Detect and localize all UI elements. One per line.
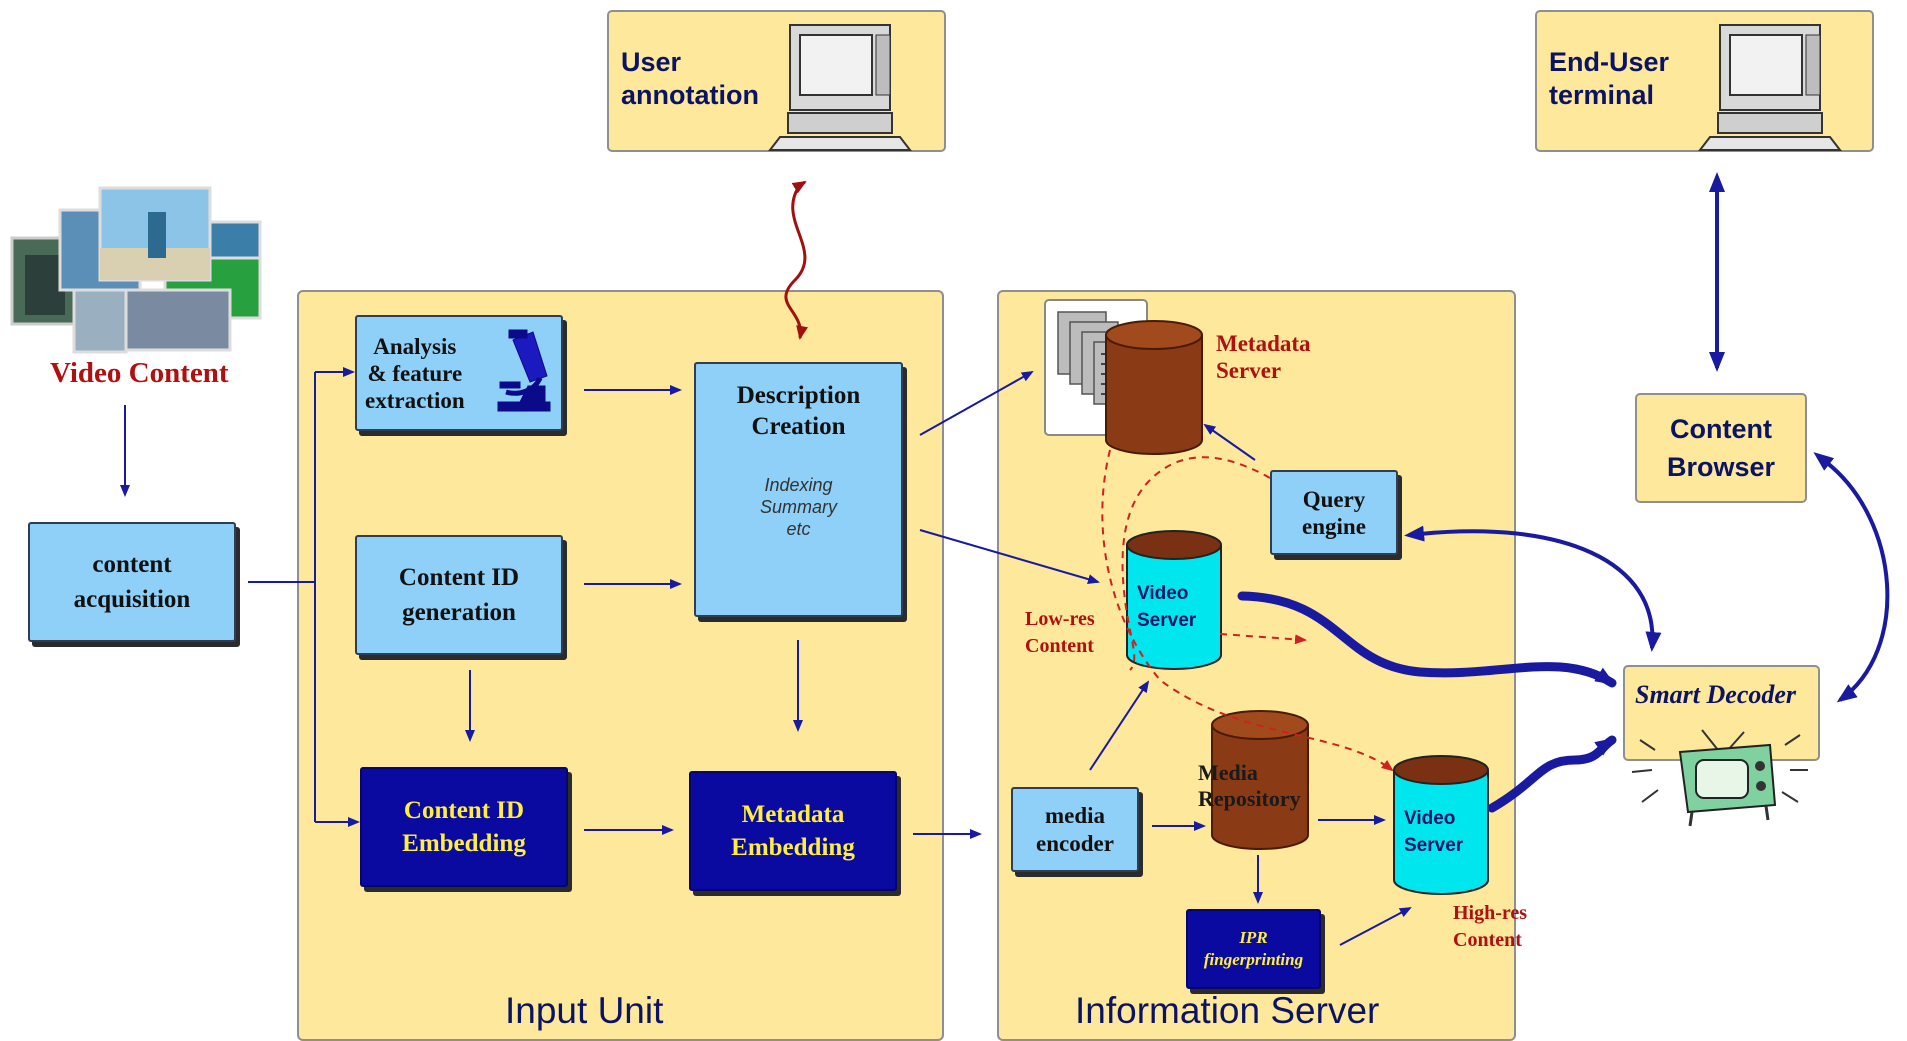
video-content-label: Video Content <box>50 357 229 389</box>
content-browser-label: Content Browser <box>1666 414 1776 482</box>
content-id-embedding-box[interactable]: Content ID Embedding <box>360 767 568 887</box>
content-browser-box[interactable]: Content Browser <box>1635 393 1807 503</box>
video-content-photos-icon <box>10 186 262 354</box>
user-annotation-label: User annotation <box>621 47 759 110</box>
metadata-embedding-box[interactable]: Metadata Embedding <box>689 771 897 891</box>
content-acquisition-box[interactable]: content acquisition <box>28 522 236 642</box>
input-unit-title: Input Unit <box>505 990 664 1031</box>
metadata-server-cylinder <box>1105 320 1203 455</box>
analysis-label: Analysis & feature extraction <box>365 333 465 413</box>
metadata-server-label: Metadata Server <box>1216 331 1311 383</box>
information-server-title: Information Server <box>1075 990 1380 1031</box>
end-user-computer-icon <box>1697 24 1843 151</box>
microscope-icon <box>497 329 551 412</box>
description-creation-box[interactable]: Description Creation Indexing Summary et… <box>694 362 903 617</box>
video-server-low-res-label: Video Server <box>1137 583 1197 631</box>
video-server-high-res-cylinder <box>1393 755 1489 895</box>
media-repository-label: Media Repository <box>1198 760 1301 811</box>
description-creation-label: Description Creation <box>736 382 861 440</box>
ipr-fingerprinting-box[interactable]: IPR fingerprinting <box>1186 909 1321 989</box>
low-res-content-label: Low-res Content <box>1025 608 1095 657</box>
user-annotation-link <box>784 184 809 340</box>
smart-decoder-box[interactable]: Smart Decoder <box>1623 665 1820 761</box>
video-server-high-res-label: Video Server <box>1404 808 1464 856</box>
tv-icon <box>1631 729 1808 827</box>
content-id-generation-box[interactable]: Content ID generation <box>355 535 563 655</box>
analysis-feature-extraction-box[interactable]: Analysis & feature extraction <box>355 315 563 431</box>
smart-decoder-label: Smart Decoder <box>1635 680 1797 709</box>
end-user-terminal-label: End-User terminal <box>1549 47 1670 110</box>
query-engine-box[interactable]: Query engine <box>1270 470 1398 555</box>
video-server-low-res-cylinder <box>1126 530 1222 670</box>
media-encoder-box[interactable]: media encoder <box>1011 787 1139 872</box>
high-res-content-label: High-res Content <box>1453 902 1528 951</box>
user-computer-icon <box>767 24 913 151</box>
description-sub-label: Indexing Summary etc <box>759 475 837 539</box>
